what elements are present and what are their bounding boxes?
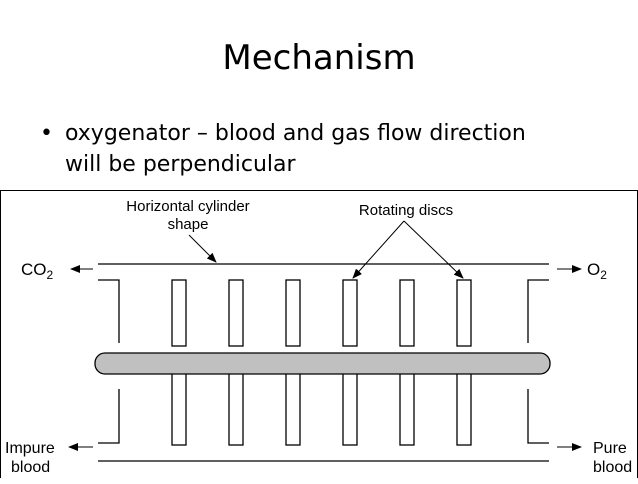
label-rotating-discs: Rotating discs — [359, 202, 453, 219]
oxygenator-diagram: Horizontal cylinder shape Rotating discs… — [5, 198, 632, 476]
pointer-disc-right — [403, 220, 464, 279]
label-cylinder-line-2: shape — [168, 216, 209, 233]
disc-2-lower — [228, 372, 244, 446]
co2-subscript: 2 — [47, 268, 54, 282]
disc-4-upper — [342, 279, 358, 347]
left-wall-lower — [98, 389, 120, 444]
bullet-text-line-1: oxygenator – blood and gas flow directio… — [65, 121, 526, 146]
disc-5-upper — [399, 279, 415, 347]
disc-5-lower — [399, 372, 415, 446]
o2-text: O — [587, 260, 600, 279]
rotating-shaft — [94, 352, 551, 375]
right-wall-lower — [527, 389, 549, 444]
disc-1-upper — [171, 279, 187, 347]
disc-1-lower — [171, 372, 187, 446]
disc-6-upper — [456, 279, 472, 347]
disc-3-lower — [285, 372, 301, 446]
bullet-symbol: • — [40, 121, 53, 146]
label-pure-line-1: Pure — [593, 440, 627, 457]
label-pure-line-2: blood — [593, 459, 632, 476]
co2-text: CO — [21, 260, 47, 279]
label-o2: O2 — [587, 260, 607, 282]
bullet-text-line-2: will be perpendicular — [65, 152, 296, 177]
o2-subscript: 2 — [600, 268, 607, 282]
disc-2-upper — [228, 279, 244, 347]
pointer-cylinder — [188, 234, 217, 263]
disc-3-upper — [285, 279, 301, 347]
slide-title: Mechanism — [222, 38, 416, 78]
disc-4-lower — [342, 372, 358, 446]
label-impure-line-1: Impure — [5, 440, 55, 457]
pointer-disc-left — [352, 220, 405, 279]
disc-6-lower — [456, 372, 472, 446]
label-co2: CO2 — [21, 260, 54, 282]
right-wall-upper — [527, 279, 549, 343]
label-cylinder-line-1: Horizontal cylinder — [126, 198, 249, 215]
rotating-discs-group — [171, 279, 472, 446]
left-wall-upper — [98, 279, 120, 343]
label-impure-line-2: blood — [11, 459, 50, 476]
oxygenator-diagram-frame: Horizontal cylinder shape Rotating discs… — [0, 190, 638, 478]
